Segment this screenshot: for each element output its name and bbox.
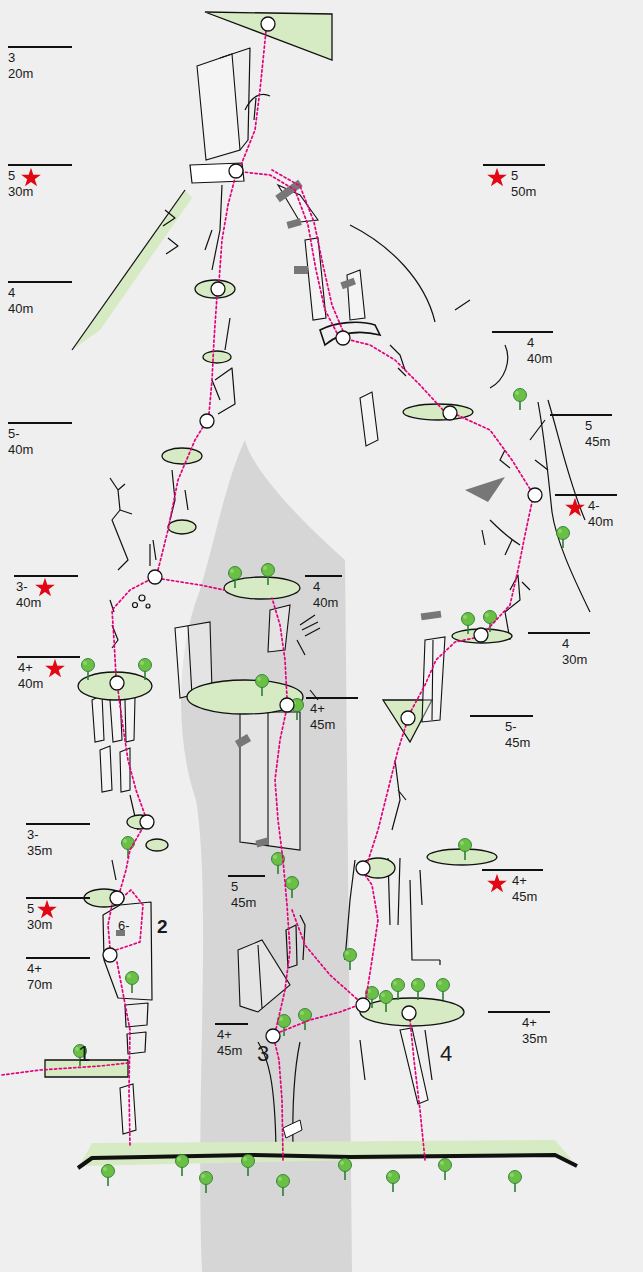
pitch-grade: 5 50m [511, 168, 536, 201]
route-number-holder: 4 [440, 1040, 452, 1068]
star-rating [487, 874, 507, 893]
pitch-line [14, 575, 78, 577]
belay-points [103, 17, 542, 1043]
pitch-grade-holder: 5 30m [8, 168, 33, 201]
pitch-line [550, 414, 612, 416]
pitch-grade: 4+ 40m [18, 660, 43, 693]
pitch-grade-holder: 4 40m [313, 579, 338, 612]
pitch-grade: 5 30m [27, 901, 52, 934]
pitch-line [228, 875, 265, 877]
pitch-grade: 4+ 45m [217, 1027, 242, 1060]
pitch-grade: 5 45m [585, 418, 610, 451]
pitch-grade: 4+ 45m [512, 873, 537, 906]
pitch-grade: 6- [118, 918, 130, 934]
pitch-grade-holder: 4+ 45m [512, 873, 537, 906]
pitch-line [483, 164, 545, 166]
pitch-grade-holder: 6- [118, 916, 130, 934]
ground [78, 1140, 577, 1168]
pitch-grade: 3- 35m [27, 827, 52, 860]
pitch-line [555, 494, 617, 496]
pitch-line [528, 632, 590, 634]
pitch-grade-holder: 3- 35m [27, 827, 52, 860]
pitch-grade-holder: 5 45m [231, 879, 256, 912]
star-rating [45, 659, 65, 678]
pitch-grade: 4 40m [527, 335, 552, 368]
pitch-line [306, 697, 358, 699]
pitch-line [488, 1011, 550, 1013]
pitch-grade: 4 30m [562, 636, 587, 669]
pitch-grade-holder: 4+ 40m [18, 660, 43, 693]
pitch-grade-holder: 3- 40m [16, 579, 41, 612]
pitch-grade-holder: 4 40m [8, 285, 33, 318]
pitch-grade-holder: 4 30m [562, 636, 587, 669]
trees [74, 389, 570, 1197]
rock-features [72, 48, 590, 1150]
star-rating [565, 498, 585, 517]
pitch-grade: 5 30m [8, 168, 33, 201]
pitch-grade: 4+ 35m [522, 1015, 547, 1048]
pitch-line [8, 422, 72, 424]
pitch-line [305, 575, 342, 577]
route-number-holder: 3 [257, 1040, 269, 1068]
pitch-grade: 3- 40m [16, 579, 41, 612]
star-rating [21, 168, 41, 187]
route-number: 1 [78, 1040, 90, 1068]
route-number-holder: 1 [78, 1040, 90, 1068]
pitch-grade-holder: 5- 40m [8, 426, 33, 459]
star-rating [487, 168, 507, 187]
pitch-line [492, 331, 553, 333]
pitch-grade: 3 20m [8, 50, 33, 83]
pitch-grade-holder: 5 50m [511, 168, 536, 201]
pitch-line [215, 1023, 248, 1025]
pitch-line [8, 281, 72, 283]
pitch-line [26, 823, 90, 825]
pitch-line [26, 897, 90, 899]
pitch-grade-holder: 3 20m [8, 50, 33, 83]
pitch-grade: 4 40m [313, 579, 338, 612]
pitch-line [482, 869, 543, 871]
pitch-grade: 4- 40m [588, 498, 613, 531]
pitch-grade: 5 45m [231, 879, 256, 912]
pitch-line [8, 46, 72, 48]
ledges [45, 12, 512, 1077]
pitch-line [8, 164, 72, 166]
pitch-grade: 4+ 70m [27, 961, 52, 994]
pitch-grade-holder: 4+ 70m [27, 961, 52, 994]
pitch-grade: 4+ 45m [310, 701, 335, 734]
route-number: 2 [157, 915, 168, 939]
pitch-grade: 5- 40m [8, 426, 33, 459]
pitch-grade-holder: 4+ 45m [310, 701, 335, 734]
pitch-grade-holder: 5 45m [585, 418, 610, 451]
pitch-grade-holder: 5 30m [27, 901, 52, 934]
star-rating [37, 900, 57, 919]
pitch-line [17, 656, 80, 658]
pitch-line [26, 957, 90, 959]
route-lines [2, 31, 532, 1160]
pitch-grade-holder: 5- 45m [505, 719, 530, 752]
route-number-holder: 2 [157, 915, 168, 939]
pitch-line [470, 715, 533, 717]
pitch-grade: 5- 45m [505, 719, 530, 752]
pitch-grade-holder: 4- 40m [588, 498, 613, 531]
route-number: 4 [440, 1040, 452, 1068]
star-rating [35, 578, 55, 597]
pitch-grade: 4 40m [8, 285, 33, 318]
route-number: 3 [257, 1040, 269, 1068]
pitch-grade-holder: 4 40m [527, 335, 552, 368]
pitch-grade-holder: 4+ 45m [217, 1027, 242, 1060]
pitch-grade-holder: 4+ 35m [522, 1015, 547, 1048]
